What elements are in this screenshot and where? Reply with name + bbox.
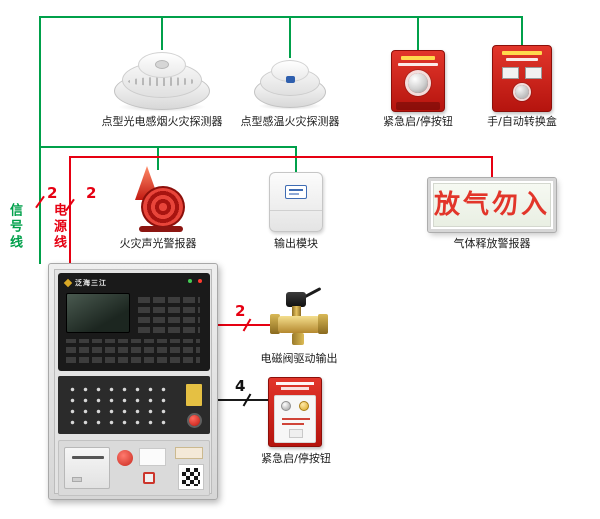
qr-code (178, 464, 204, 490)
text-bar (398, 63, 438, 66)
yellow-sticker (186, 384, 202, 406)
smoke-detector-image (112, 46, 212, 112)
brand-row: 泛海三江 (63, 278, 107, 288)
sound-light-alarm-image (127, 166, 189, 232)
valve-hex-left (270, 314, 280, 334)
wire-panel-to-emergency-bottom (218, 399, 270, 401)
solenoid-valve-label: 电磁阀驱动输出 (260, 352, 338, 365)
emergency-button-top-image (391, 50, 445, 112)
valve-body (278, 316, 320, 333)
wire-signal-top-trunk (39, 16, 523, 18)
power-line-label: 电源线 (51, 203, 66, 251)
key-row (66, 339, 200, 363)
push-button (515, 85, 529, 99)
heat-detector-label: 点型感温火灾探测器 (240, 115, 340, 128)
alarm-speaker-disc (141, 186, 185, 228)
text-bar (401, 56, 435, 60)
valve-actuator (286, 292, 306, 307)
signal-wire-count: 2 (47, 184, 58, 202)
inner-panel (274, 395, 316, 443)
text-bar (502, 51, 542, 55)
push-button (299, 401, 309, 411)
push-button (281, 401, 291, 411)
power-wire-count: 2 (86, 184, 97, 202)
detector-vent-ring (122, 62, 202, 98)
gas-release-sign-image: 放气勿入 (427, 177, 557, 233)
text-bar (282, 418, 310, 420)
smoke-detector-label: 点型光电感烟火灾探测器 (101, 115, 223, 128)
printer-slot (72, 456, 104, 459)
spec-card (139, 448, 166, 466)
wire-drop-sound-light-alarm (157, 146, 159, 170)
keypad-grid (138, 293, 200, 333)
gas-sign-text: 放气勿入 (433, 190, 550, 220)
valve-wire-count: 2 (235, 302, 246, 320)
panel-upper-section: 泛海三江 (58, 273, 210, 371)
module-label-plate (285, 185, 307, 199)
indicator-windows (502, 67, 542, 79)
button-dot-grid (66, 384, 174, 426)
indicator-window (502, 67, 519, 79)
wire-power-run (69, 156, 493, 158)
text-bar (289, 189, 303, 191)
wire-drop-gas-release-sign (491, 156, 493, 182)
emergency-button-top-label: 紧急启/停按钮 (383, 115, 453, 128)
push-button (408, 73, 428, 93)
text-bar (281, 387, 309, 390)
output-module-image (269, 172, 323, 232)
brand-name: 泛海三江 (75, 279, 107, 287)
red-stamp (143, 472, 155, 484)
panel-lower-section (58, 440, 210, 496)
wire-drop-emergency-button-top (417, 16, 419, 52)
brand-logo-icon (63, 278, 73, 288)
wire-signal-left-riser (39, 16, 41, 264)
alarm-base (139, 226, 183, 232)
gas-release-alarm-label: 气体释放警报器 (453, 237, 531, 250)
wire-drop-smoke-detector (161, 16, 163, 50)
wire-drop-output-module (295, 146, 297, 174)
wire-signal-second-run (39, 146, 297, 148)
solenoid-valve-image (270, 287, 328, 350)
module-seam (270, 210, 322, 211)
valve-port (292, 333, 304, 345)
emergency-button-bottom-image (268, 377, 322, 447)
valve-hex-right (318, 314, 328, 334)
fire-alarm-control-panel-image: 泛海三江 (48, 263, 218, 500)
wire-power-left-riser (69, 156, 71, 264)
detector-logo (286, 76, 295, 83)
indicator-window (289, 429, 303, 438)
power-led (198, 279, 202, 283)
signal-line-label: 信号线 (7, 203, 22, 251)
wire-drop-manual-auto-box (521, 16, 523, 46)
valve-stem (292, 306, 301, 318)
detector-vent-slots (128, 77, 196, 86)
sound-light-alarm-label: 火灾声光警报器 (119, 237, 197, 250)
text-bar (282, 423, 304, 425)
emergency-wire-count: 4 (235, 377, 246, 395)
manual-auto-box-image (492, 45, 552, 112)
emergency-button-bottom-label: 紧急启/停按钮 (261, 452, 331, 465)
label-strip (396, 102, 440, 110)
panel-middle-section (58, 376, 210, 434)
printer-button (72, 477, 82, 482)
text-bar (276, 382, 314, 385)
cert-ticket (175, 447, 203, 459)
text-bar (506, 58, 538, 61)
round-sticker (117, 450, 133, 466)
sign-inner-panel (433, 183, 551, 227)
detector-indicator (155, 60, 169, 69)
printer (64, 447, 110, 489)
manual-auto-box-label: 手/自动转换盒 (487, 115, 557, 128)
indicator-window (525, 67, 542, 79)
text-bar (289, 193, 299, 195)
status-led-green (188, 279, 192, 283)
red-button (189, 415, 200, 426)
wire-drop-heat-detector (289, 16, 291, 58)
lcd-screen (66, 293, 130, 333)
heat-detector-image (252, 56, 328, 110)
output-module-label: 输出模块 (274, 237, 318, 250)
